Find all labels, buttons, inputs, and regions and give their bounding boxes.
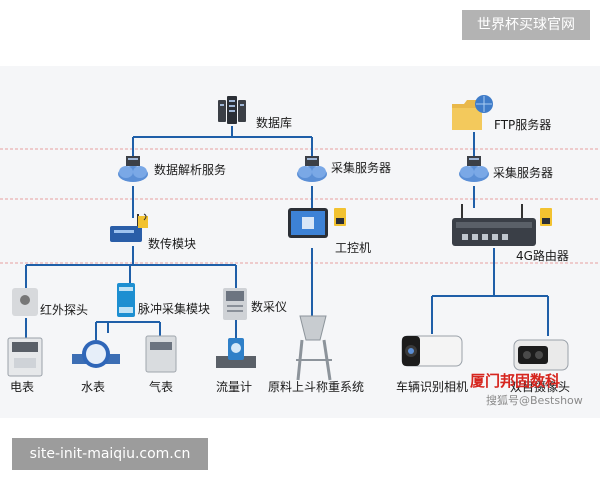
source-watermark: 搜狐号@Bestshow: [486, 394, 583, 407]
plate-camera-label: 车辆识别相机: [396, 380, 469, 394]
site-badge-text: 世界杯买球官网: [477, 17, 575, 33]
industrial-pc-label: 工控机: [335, 241, 372, 255]
water-meter-icon: [72, 340, 120, 368]
url-badge-text: site-init-maiqiu.com.cn: [29, 446, 191, 462]
electric-meter-icon: [7, 337, 43, 377]
water-meter-label: 水表: [81, 380, 106, 394]
pulse-module-label: 脉冲采集模块: [138, 302, 211, 316]
dtu-module-label: 数传模块: [148, 237, 197, 251]
infrared-probe-icon: [12, 288, 38, 316]
data-parse-cloud-icon: [118, 156, 148, 182]
collect-server-right-cloud-icon: [459, 156, 489, 182]
binocular-camera-label: 双目摄像头: [510, 380, 571, 394]
collection-server-left-label: 采集服务器: [331, 161, 392, 175]
collect-server-left-cloud-icon: [297, 156, 327, 182]
weighing-system-label: 原料上斗称重系统: [268, 380, 365, 394]
router-4g-icon: [452, 204, 552, 246]
flow-meter-label: 流量计: [216, 380, 253, 394]
gas-meter-icon: [145, 335, 177, 373]
infrared-probe-label: 红外探头: [40, 303, 89, 317]
data-parse-service-label: 数据解析服务: [154, 163, 227, 177]
gas-meter-label: 气表: [149, 380, 174, 394]
pulse-module-icon: [117, 283, 135, 317]
dtu-module-icon: [110, 213, 148, 242]
binocular-camera-icon: [513, 339, 569, 371]
ftp-folder-icon: [452, 95, 493, 130]
ftp-server-label: FTP服务器: [494, 118, 552, 132]
data-logger-label: 数采仪: [251, 300, 288, 314]
collection-server-right-label: 采集服务器: [493, 166, 554, 180]
url-badge: site-init-maiqiu.com.cn: [12, 438, 208, 470]
database-label: 数据库: [256, 116, 293, 130]
database-icon: [218, 96, 246, 124]
plate-camera-icon: [401, 335, 463, 367]
company-watermark: 厦门邦固数科: [470, 372, 561, 390]
data-logger-icon: [223, 288, 247, 320]
site-badge: 世界杯买球官网: [462, 10, 590, 40]
industrial-pc-icon: [288, 208, 346, 238]
electric-meter-label: 电表: [10, 380, 35, 394]
flow-meter-icon: [216, 338, 256, 368]
weighing-system-icon: [296, 315, 332, 381]
router-4g-label: 4G路由器: [516, 249, 569, 263]
